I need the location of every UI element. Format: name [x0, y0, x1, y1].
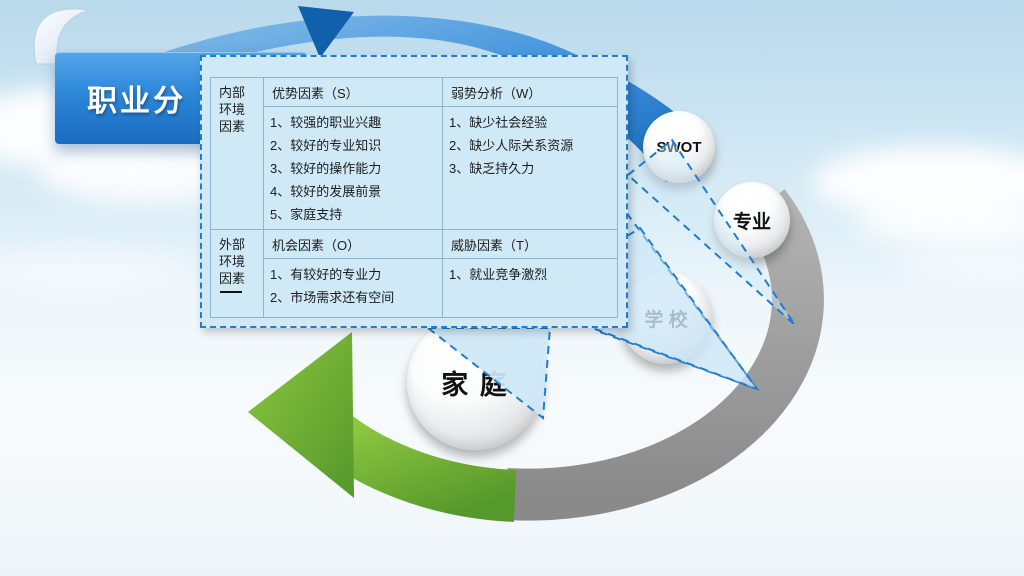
swot-table: 内部环境因素 优势因素（S） 弱势分析（W） 1、较强的职业兴趣 2、较好的专业…	[210, 77, 618, 318]
list-item: 2、市场需求还有空间	[270, 290, 395, 305]
circle-swot: SWOT	[643, 111, 715, 183]
cycle-arrow-gray	[504, 189, 824, 521]
list-item: 3、较好的操作能力	[270, 161, 382, 176]
col-header-threats-label: 威胁因素（T）	[451, 237, 537, 253]
list-item: 1、就业竞争激烈	[449, 267, 548, 282]
list-item: 1、缺少社会经验	[449, 115, 548, 130]
circle-swot-label: SWOT	[656, 138, 702, 156]
col-header-threats: 威胁因素（T）	[443, 230, 617, 258]
threats-list: 1、就业竞争激烈	[443, 259, 617, 317]
cycle-arrowhead	[248, 332, 354, 498]
col-header-weaknesses: 弱势分析（W）	[443, 78, 617, 106]
strengths-list: 1、较强的职业兴趣 2、较好的专业知识 3、较好的操作能力 4、较好的发展前景 …	[264, 107, 442, 229]
swot-panel: 内部环境因素 优势因素（S） 弱势分析（W） 1、较强的职业兴趣 2、较好的专业…	[200, 55, 628, 328]
list-item: 5、家庭支持	[270, 207, 343, 222]
row-header-external: 外部环境因素	[211, 230, 263, 317]
col-header-opportunities: 机会因素（O）	[264, 230, 442, 258]
circle-major-label: 专业	[732, 211, 771, 233]
callout-triangle	[626, 138, 796, 326]
cycle-arrow-green	[320, 414, 517, 522]
opportunities-list: 1、有较好的专业力 2、市场需求还有空间	[264, 259, 442, 317]
row-header-external-label: 外部环境因素	[219, 237, 246, 286]
callout-triangle	[425, 327, 552, 420]
circle-major: 专业	[714, 182, 790, 258]
page-curl-shape	[33, 8, 91, 65]
list-item: 4、较好的发展前景	[270, 184, 382, 199]
ribbon-fold-shape	[298, 6, 354, 58]
list-item: 2、较好的专业知识	[270, 138, 382, 153]
cloud	[856, 196, 1024, 248]
col-header-strengths: 优势因素（S）	[264, 78, 442, 106]
cloud	[0, 250, 190, 294]
col-header-strengths-label: 优势因素（S）	[272, 85, 359, 101]
col-header-weaknesses-label: 弱势分析（W）	[451, 85, 542, 101]
list-item: 2、缺少人际关系资源	[449, 138, 574, 153]
weaknesses-list: 1、缺少社会经验 2、缺少人际关系资源 3、缺乏持久力	[443, 107, 617, 229]
list-item: 3、缺乏持久力	[449, 161, 535, 176]
list-item: 1、有较好的专业力	[270, 267, 382, 282]
row-header-internal: 内部环境因素	[211, 78, 263, 229]
page-title: 职业分	[87, 85, 186, 118]
list-item: 1、较强的职业兴趣	[270, 115, 382, 130]
underline-mark	[220, 291, 242, 293]
row-header-internal-label: 内部环境因素	[219, 85, 246, 134]
col-header-opportunities-label: 机会因素（O）	[272, 237, 361, 253]
